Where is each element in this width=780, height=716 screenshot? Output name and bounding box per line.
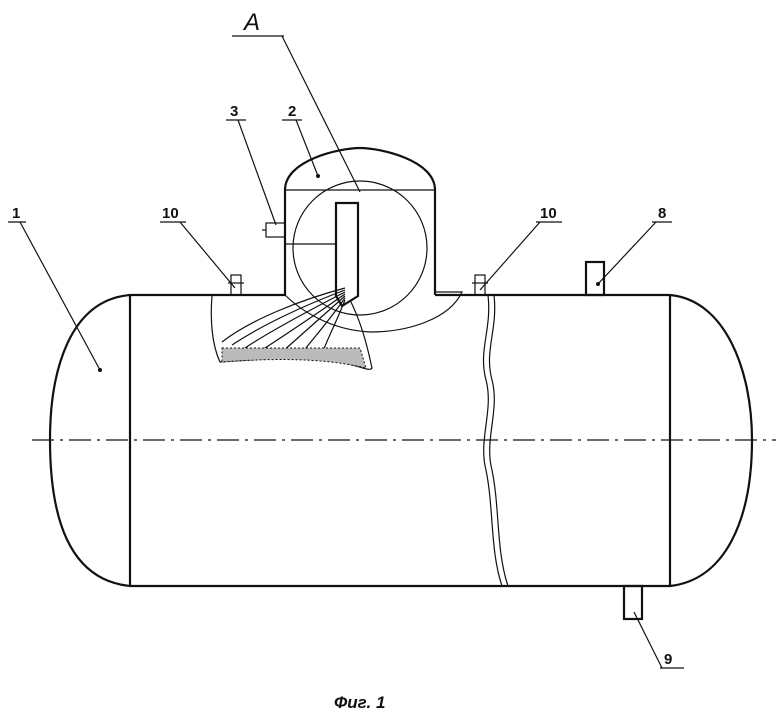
label-10-left: 10 [162,205,179,222]
leader-9: 9 [633,611,684,669]
nozzle-10-right [472,274,488,296]
cutaway [210,287,373,370]
leader-10-right: 10 [479,205,562,291]
nozzle-3 [262,222,286,238]
break-line [482,294,509,587]
nozzle-10-left [228,274,244,296]
view-marker-label: А [242,9,260,36]
leader-10-left: 10 [160,205,236,289]
figure-caption: Фиг. 1 [334,693,385,712]
dome [283,146,463,333]
leader-8: 8 [596,205,672,286]
leader-2: 2 [282,103,320,178]
nozzle-9 [622,584,644,621]
label-10-right: 10 [540,205,557,222]
leader-3: 3 [226,103,277,226]
label-9: 9 [664,651,672,668]
label-2: 2 [288,103,296,120]
leader-1: 1 [8,205,102,372]
label-3: 3 [230,103,238,120]
tank-body [48,293,754,588]
view-marker-a: А [232,9,361,193]
label-8: 8 [658,205,666,222]
nozzle-8 [584,260,606,297]
label-1: 1 [12,205,20,222]
